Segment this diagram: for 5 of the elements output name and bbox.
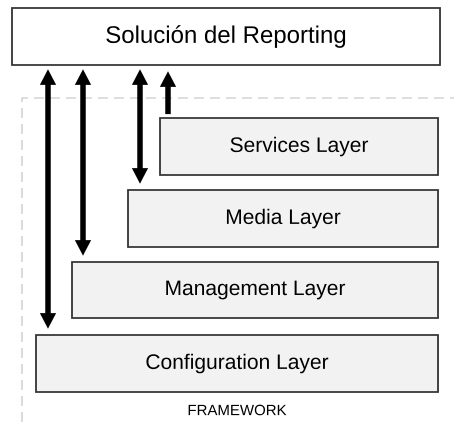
layer-box: Media Layer [127, 189, 439, 248]
layer-box: Services Layer [159, 117, 439, 176]
layer-box: Management Layer [71, 261, 439, 319]
title-box: Solución del Reporting [11, 7, 441, 66]
layer-box: Configuration Layer [35, 334, 439, 393]
